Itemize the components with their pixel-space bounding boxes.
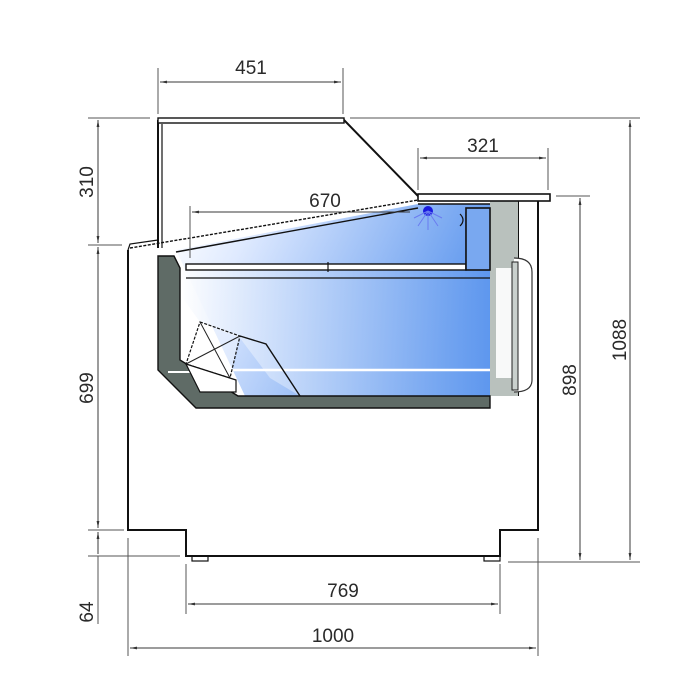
dimension-lines [88,68,640,656]
dim-base-height: 64 [77,601,98,623]
dim-total-height: 1088 [610,319,631,361]
dim-glass-height: 310 [77,166,98,198]
top-glass [157,117,345,124]
dim-top-glass-width: 451 [235,58,267,79]
shelf-rail [185,263,467,271]
dim-rear-height: 898 [560,364,581,396]
led-light-icon [413,206,443,230]
dimension-labels: 451 321 670 769 1000 310 699 64 898 1088 [77,58,631,647]
dim-rear-shelf-width: 321 [467,136,499,157]
cabinet-body [127,198,539,562]
cold-well [129,199,491,409]
glass-canopy [127,117,551,251]
right-foot [483,555,501,562]
rear-shelf [417,193,551,202]
sloped-glass [343,119,419,197]
cabinet-outline [127,250,539,557]
dim-base-width: 769 [327,581,359,602]
left-foot [191,555,209,562]
dim-front-body-height: 699 [77,372,98,404]
insulation [157,255,491,409]
dim-inner-depth: 670 [309,191,341,212]
dim-overall-width: 1000 [312,626,354,647]
